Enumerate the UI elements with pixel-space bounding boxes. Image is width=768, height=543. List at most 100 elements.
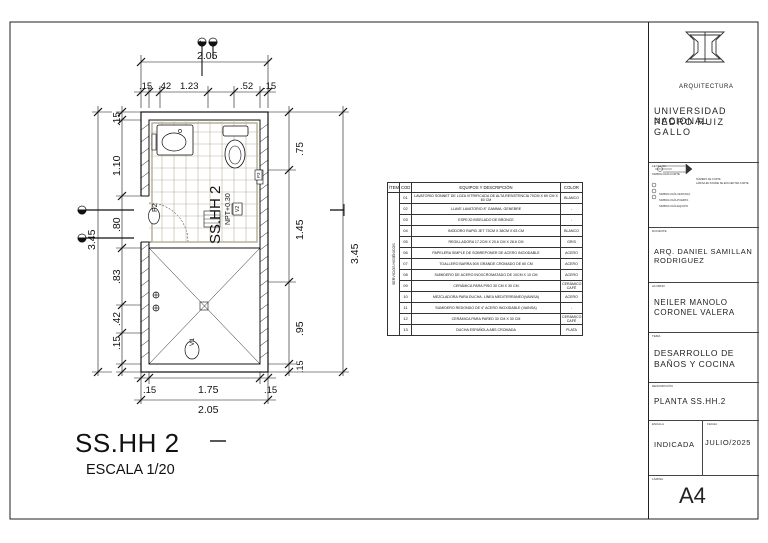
tema-label: TEMA	[652, 334, 661, 338]
svg-text:2.05: 2.05	[197, 50, 218, 62]
cell-description: MEZCLADORA PARA DUCHA. LÍNEA MEDITERRÁNE…	[411, 291, 561, 303]
cell-cod: 05	[399, 236, 412, 248]
cell-color: ACERO	[560, 291, 583, 303]
cell-cod: 04	[399, 225, 412, 237]
descripcion-label: DESCRIPCIÓN	[652, 384, 673, 388]
svg-text:.15: .15	[264, 385, 277, 396]
escala-fecha-cell: ESCALA INDICADA FECHA JULIO/2025	[649, 420, 759, 476]
escala-divider	[702, 420, 703, 475]
cell-description: SUMIDERO REDONDO DE 4" ACERO INOXIDABLE …	[411, 302, 561, 314]
sheet-border	[9, 21, 759, 520]
door-tag: P2	[148, 203, 160, 225]
cell-cod: 10	[399, 291, 412, 303]
cell-cod: 02	[399, 203, 412, 215]
svg-text:.15: .15	[112, 112, 123, 126]
svg-text:1.75: 1.75	[198, 384, 219, 396]
cell-color: CERÁMICO CAFÉ	[560, 280, 583, 292]
fecha-value: JULIO/2025	[705, 438, 752, 447]
cell-color: PLATA	[560, 324, 583, 336]
fecha-label: FECHA	[707, 422, 718, 426]
cell-description: ESPEJO BISELADO DE BRONCE	[411, 214, 561, 226]
cell-color: -	[560, 203, 583, 215]
header-color: COLOR	[560, 182, 583, 193]
svg-text:.15: .15	[295, 360, 305, 373]
cell-color: BLANCO	[560, 192, 583, 204]
alumno-cell: ALUMNO NEILER MANOLO CORONEL VALERA	[649, 282, 759, 333]
table-header-row: ÍTEM COD EQUIPOS Y DESCRIPCIÓN COLOR	[387, 182, 583, 193]
lamina-label: LÁMINA	[652, 477, 664, 481]
cell-description: LAVATORIO SONNET DE LOZA VITRIFICADA DE …	[411, 192, 561, 204]
drawing-title: SS.HH 2	[75, 428, 180, 458]
cell-description: LLAVE LAVATORIO 8" GAMMA- GENEBRE	[411, 203, 561, 215]
lamina-value: A4	[679, 483, 706, 508]
docente-line-1: ARQ. DANIEL SAMILLAN	[654, 247, 753, 256]
alumno-line-2: CORONEL VALERA	[654, 308, 735, 317]
alumno-label: ALUMNO	[652, 284, 665, 288]
room-name: SS.HH 2	[207, 186, 224, 244]
cell-description: INODORO RAPID JET 73CM X 38CM X 63 CM	[411, 225, 561, 237]
svg-text:V1: V1	[189, 338, 196, 346]
cell-description: DUCHA ESPAÑOLA ABS CROMADA	[411, 324, 561, 336]
svg-text:.42: .42	[158, 81, 171, 92]
cell-description: PAPELERA SIMPLE DE SOBREPONER DE ACERO I…	[411, 247, 561, 259]
cell-cod: 13	[399, 324, 412, 336]
svg-text:3.45: 3.45	[86, 229, 98, 250]
svg-text:.15: .15	[263, 81, 276, 92]
cell-cod: 03	[399, 214, 412, 226]
cell-description: TOALLERO BARRA 50X GRANDE CROMADO DE 60 …	[411, 258, 561, 270]
tema-cell: TEMA DESARROLLO DE BAÑOS Y COCINA	[649, 332, 759, 383]
cell-cod: 12	[399, 313, 412, 325]
cell-cod: 08	[399, 269, 412, 281]
alumno-line-1: NEILER MANOLO	[654, 298, 728, 307]
svg-text:.15: .15	[143, 385, 156, 396]
cell-color: ACERO	[560, 258, 583, 270]
firm-name: ARQUITECTURA	[679, 84, 734, 90]
header-cod: COD	[399, 182, 412, 193]
cell-description: REGILLADORA 17.2CM X 20.6 CM X 28.6 CM	[411, 236, 561, 248]
docente-cell: DOCENTE ARQ. DANIEL SAMILLAN RODRIGUEZ	[649, 227, 759, 283]
svg-text:.80: .80	[111, 217, 123, 232]
firm-cell: ARQUITECTURA UNIVERSIDAD NACIONAL PEDRO …	[649, 22, 759, 163]
legend-cut-note-2: LÁMINA EN DONDE SE ENCUENTRA CORTE	[696, 182, 749, 185]
svg-text:2.05: 2.05	[198, 404, 219, 416]
drawing-scale: ESCALA 1/20	[86, 462, 175, 478]
cell-color: ACERO	[560, 269, 583, 281]
escala-value: INDICADA	[654, 440, 695, 449]
window-tag: V1	[184, 338, 200, 360]
legend-symbols	[651, 163, 693, 200]
tema-line-1: DESARROLLO DE	[654, 348, 735, 358]
svg-text:.15: .15	[139, 81, 152, 92]
cell-color: GRIS	[560, 236, 583, 248]
lamina-cell: LÁMINA A4	[649, 475, 759, 519]
cell-color: -	[560, 214, 583, 226]
svg-text:.83: .83	[111, 269, 123, 284]
legend-item-door: SIMBOLOGÍA PUERTA	[659, 198, 689, 202]
legend-item-window: SIMBOLOGÍA VENTANA	[659, 192, 691, 196]
docente-label: DOCENTE	[652, 229, 667, 233]
svg-text:.15: .15	[112, 336, 123, 350]
legend-label: LEYENDA	[652, 164, 667, 168]
cell-cod: 01	[399, 192, 412, 204]
descripcion-value: PLANTA SS.HH.2	[654, 397, 726, 406]
room-npt: NPT+0.30	[225, 193, 232, 225]
section-marker-left	[77, 204, 345, 243]
svg-text:1.45: 1.45	[294, 219, 306, 240]
svg-text:P3: P3	[256, 172, 261, 178]
svg-text:.52: .52	[240, 81, 253, 92]
docente-line-2: RODRIGUEZ	[654, 256, 705, 265]
legend-cell: LEYENDA SIMBOLOGÍA CORTE NÚMERO DE CORTE…	[649, 162, 759, 228]
group-label: SERVICIOS HIGIÉNICOS	[387, 192, 400, 336]
escala-label: ESCALA	[652, 422, 664, 426]
small-tags: V2 P3	[232, 169, 263, 216]
legend-item-equipment: SIMBOLOGÍA EQUIPO	[659, 204, 689, 208]
cell-color: -	[560, 302, 583, 314]
